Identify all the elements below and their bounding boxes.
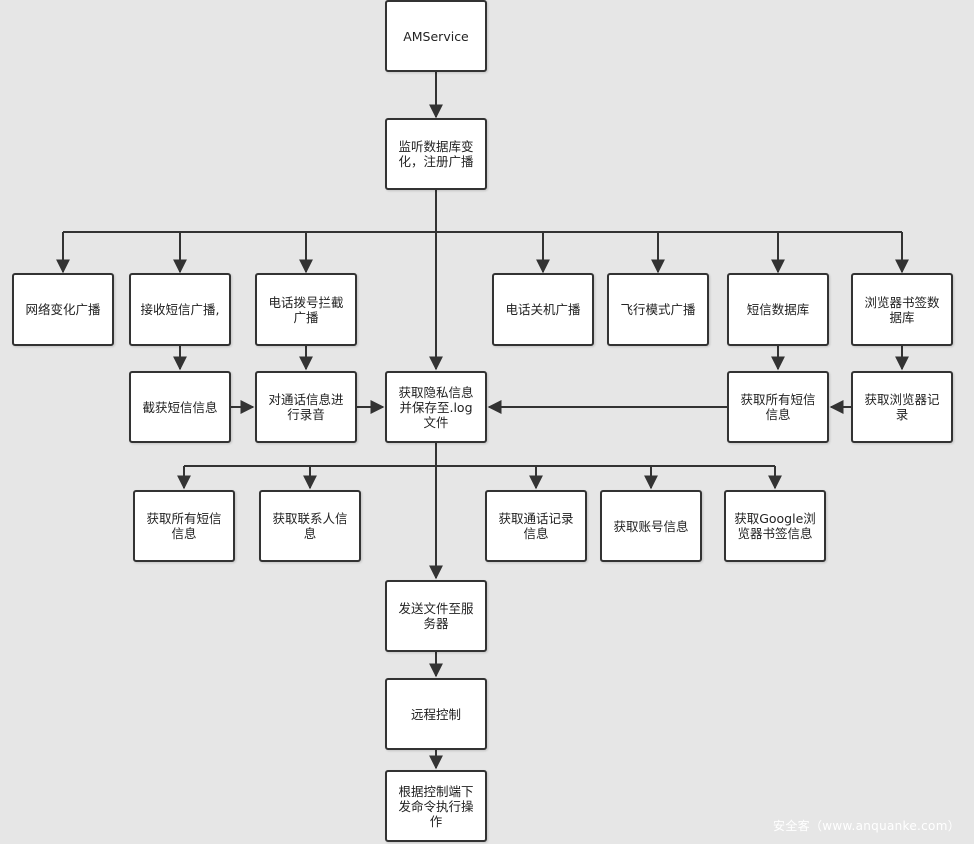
- node-execute-command: 根据控制端下发命令执行操作: [385, 770, 487, 842]
- node-get-account: 获取账号信息: [600, 490, 702, 562]
- node-get-contacts: 获取联系人信息: [259, 490, 361, 562]
- node-get-google-bookmark: 获取Google浏览器书签信息: [724, 490, 826, 562]
- node-shutdown: 电话关机广播: [492, 273, 594, 346]
- node-get-all-sms-label: 获取所有短信信息: [146, 511, 222, 541]
- node-bookmark-db: 浏览器书签数据库: [851, 273, 953, 346]
- node-monitor-db-label: 监听数据库变化，注册广播: [398, 139, 474, 169]
- node-monitor-db: 监听数据库变化，注册广播: [385, 118, 487, 190]
- watermark: 安全客（www.anquanke.com）: [773, 819, 960, 833]
- node-send-file: 发送文件至服务器: [385, 580, 487, 652]
- node-shutdown-label: 电话关机广播: [505, 302, 581, 317]
- node-get-contacts-label: 获取联系人信息: [272, 511, 348, 541]
- node-get-account-label: 获取账号信息: [613, 518, 689, 534]
- node-send-file-label: 发送文件至服务器: [398, 601, 474, 631]
- node-sms-receive: 接收短信广播,: [129, 273, 231, 346]
- node-get-call-log-label: 获取通话记录信息: [498, 511, 574, 541]
- node-call-intercept-label: 电话拨号拦截广播: [268, 294, 344, 325]
- node-get-google-bookmark-label: 获取Google浏览器书签信息: [734, 511, 816, 541]
- node-get-all-sms-right: 获取所有短信信息: [727, 371, 829, 443]
- node-get-browser-record-label: 获取浏览器记录: [864, 392, 940, 422]
- node-sms-receive-label: 接收短信广播,: [140, 302, 220, 317]
- node-get-private: 获取隐私信息并保存至.log文件: [385, 371, 487, 443]
- node-airplane: 飞行模式广播: [607, 273, 709, 346]
- node-airplane-label: 飞行模式广播: [620, 302, 696, 317]
- node-sms-db-label: 短信数据库: [746, 302, 810, 317]
- node-get-private-label: 获取隐私信息并保存至.log文件: [398, 384, 474, 430]
- node-execute-command-label: 根据控制端下发命令执行操作: [398, 783, 474, 829]
- node-get-all-sms-right-label: 获取所有短信信息: [740, 392, 816, 422]
- node-network-change-label: 网络变化广播: [25, 302, 101, 317]
- node-get-all-sms: 获取所有短信信息: [133, 490, 235, 562]
- node-amservice: AMService: [385, 0, 487, 72]
- node-get-call-log: 获取通话记录信息: [485, 490, 587, 562]
- node-remote-control: 远程控制: [385, 678, 487, 750]
- node-network-change: 网络变化广播: [12, 273, 114, 346]
- node-sms-db: 短信数据库: [727, 273, 829, 346]
- node-record-call-label: 对通话信息进行录音: [268, 392, 344, 422]
- node-remote-control-label: 远程控制: [410, 706, 461, 722]
- node-call-intercept: 电话拨号拦截广播: [255, 273, 357, 346]
- node-intercept-sms: 截获短信信息: [129, 371, 231, 443]
- node-get-browser-record: 获取浏览器记录: [851, 371, 953, 443]
- node-bookmark-db-label: 浏览器书签数据库: [864, 294, 940, 325]
- node-intercept-sms-label: 截获短信信息: [142, 399, 218, 415]
- node-amservice-label: AMService: [403, 28, 469, 44]
- node-record-call: 对通话信息进行录音: [255, 371, 357, 443]
